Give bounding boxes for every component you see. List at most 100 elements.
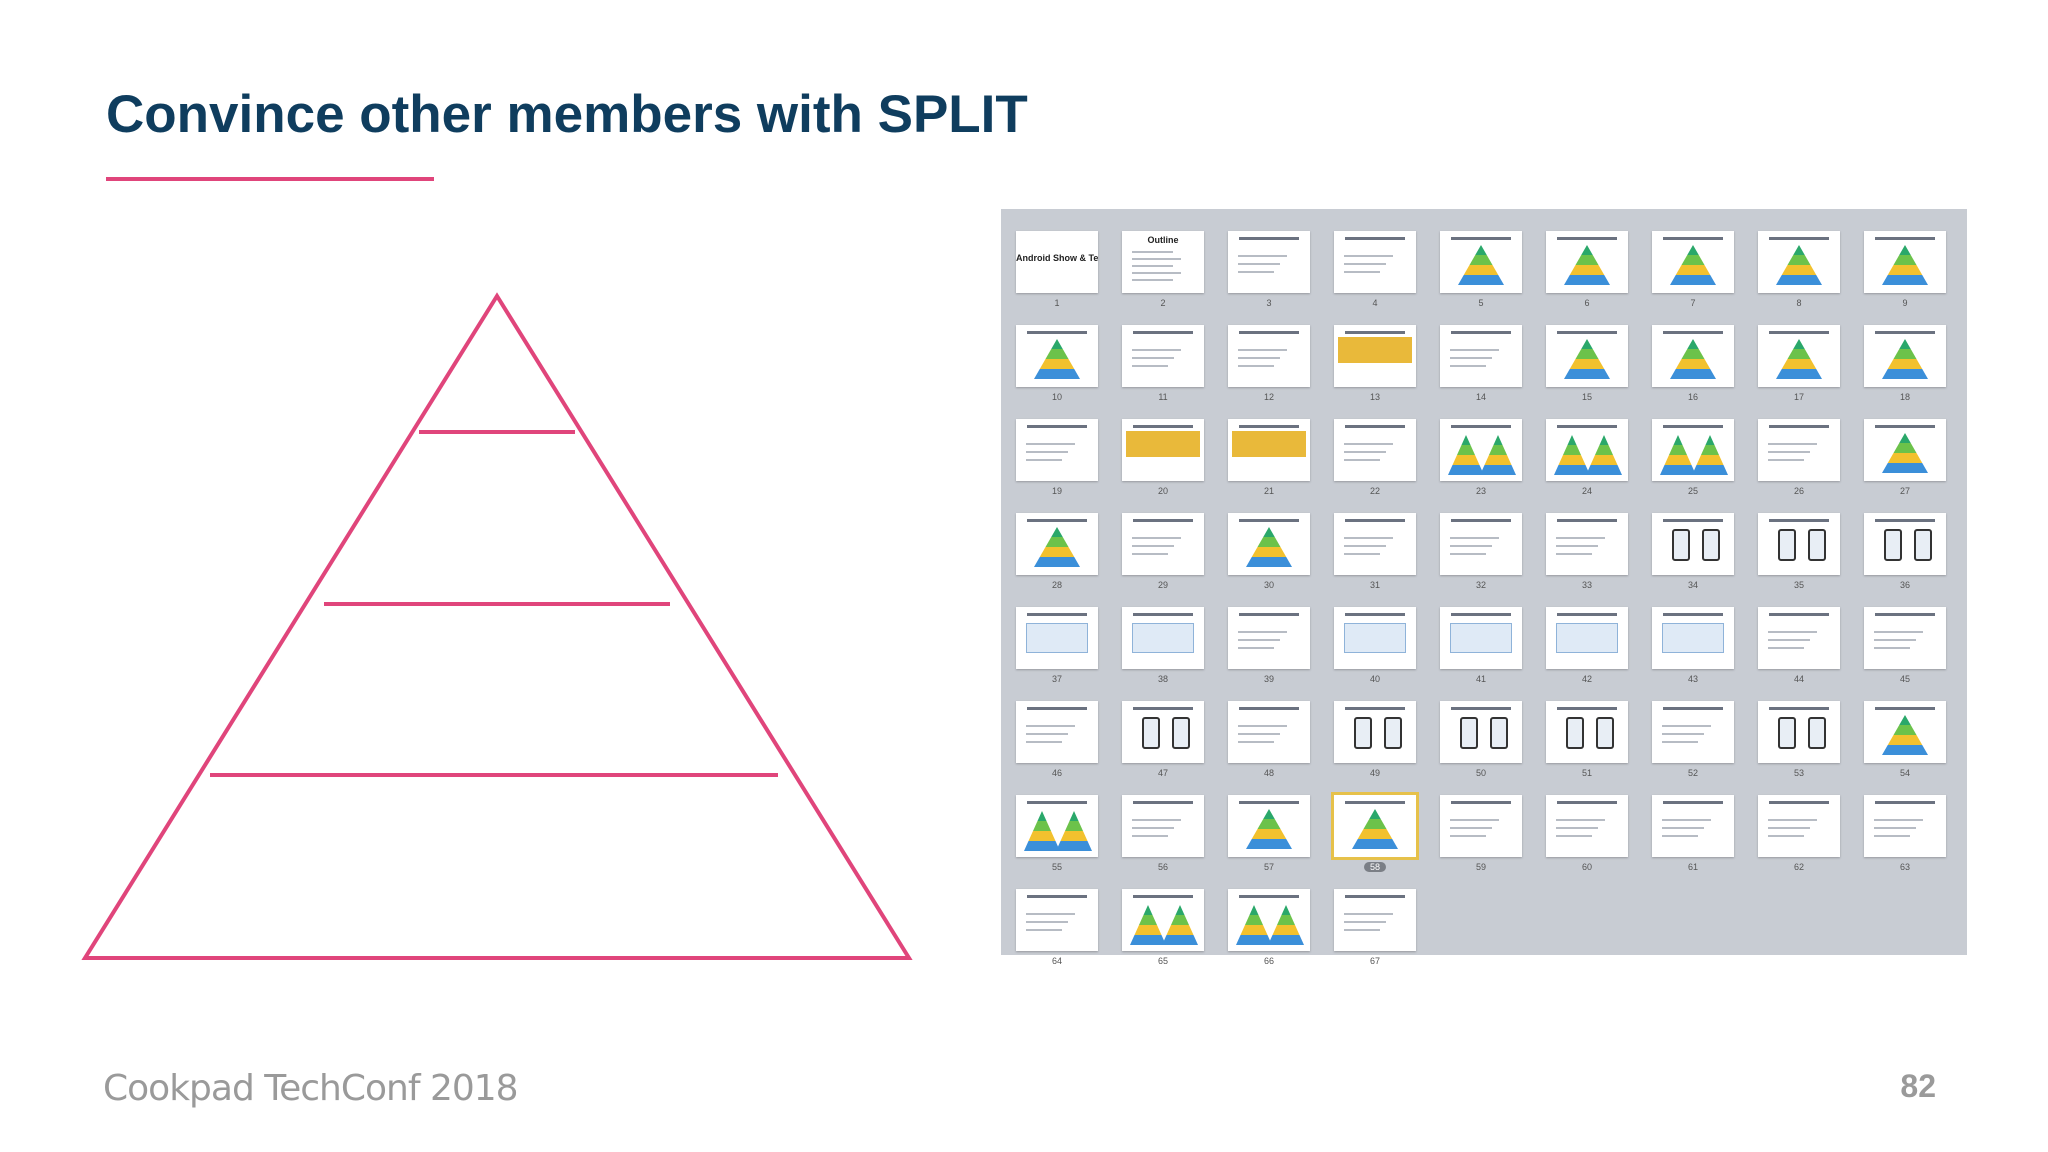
slide-thumbnail[interactable] (1334, 513, 1416, 575)
slide-thumbnail[interactable] (1016, 419, 1098, 481)
thumbnail-text-line (1555, 835, 1592, 837)
slide-thumbnail[interactable] (1122, 795, 1204, 857)
slide-thumbnail[interactable] (1652, 607, 1734, 669)
slide-thumbnail[interactable] (1652, 513, 1734, 575)
slide-thumbnail[interactable] (1016, 889, 1098, 951)
slide-thumbnail[interactable] (1228, 701, 1310, 763)
slide-number-label: 10 (1016, 392, 1098, 402)
slide-thumbnail[interactable] (1546, 231, 1628, 293)
thumbnail-flow-diagram (1126, 431, 1200, 457)
title-underline (106, 177, 434, 181)
thumbnail-flow-diagram (1232, 431, 1306, 457)
slide-thumbnail[interactable] (1440, 419, 1522, 481)
slide-thumbnail[interactable] (1228, 419, 1310, 481)
slide-number-label: 59 (1440, 862, 1522, 872)
slide-number-label: 48 (1228, 768, 1310, 778)
slide-thumbnail[interactable] (1864, 325, 1946, 387)
slide-number-label: 43 (1652, 674, 1734, 684)
slide-thumbnail[interactable] (1758, 325, 1840, 387)
slide-thumbnail[interactable] (1016, 325, 1098, 387)
slide-thumbnail[interactable] (1546, 607, 1628, 669)
slide-thumbnail[interactable] (1758, 419, 1840, 481)
slide-thumbnail[interactable] (1864, 701, 1946, 763)
slide-thumbnail[interactable] (1334, 889, 1416, 951)
slide-thumbnail[interactable] (1334, 325, 1416, 387)
slide-number-text: 14 (1475, 392, 1486, 402)
slide-thumbnail[interactable] (1016, 701, 1098, 763)
slide-thumbnail[interactable] (1652, 795, 1734, 857)
slide-thumbnail[interactable] (1228, 607, 1310, 669)
slide-thumbnail[interactable] (1334, 701, 1416, 763)
thumbnail-heading (1239, 801, 1299, 804)
slide-thumbnail[interactable] (1864, 795, 1946, 857)
slide-thumbnail[interactable] (1652, 419, 1734, 481)
thumbnail-pyramid (1236, 905, 1304, 945)
thumbnail-phone-mockup (1702, 529, 1720, 561)
slide-number-text: 23 (1475, 486, 1486, 496)
slide-thumbnail[interactable] (1546, 325, 1628, 387)
slide-thumbnail[interactable] (1440, 701, 1522, 763)
slide-number-text: 6 (1584, 298, 1590, 308)
slide-thumbnail[interactable] (1016, 513, 1098, 575)
slide-thumbnail[interactable] (1440, 325, 1522, 387)
slide-thumbnail[interactable] (1440, 607, 1522, 669)
thumbnail-heading (1875, 237, 1935, 240)
slide-thumbnail[interactable] (1122, 607, 1204, 669)
thumbnail-text-line (1767, 827, 1811, 829)
slide-thumbnail[interactable] (1758, 701, 1840, 763)
footer-conference-name: Cookpad TechConf 2018 (103, 1068, 519, 1109)
slide-thumbnail[interactable] (1334, 231, 1416, 293)
slide-thumbnail[interactable] (1228, 795, 1310, 857)
slide-thumbnail[interactable] (1546, 513, 1628, 575)
thumbnail-phone-mockup (1142, 717, 1160, 749)
slide-thumbnail[interactable] (1546, 419, 1628, 481)
slide-thumbnail[interactable] (1758, 795, 1840, 857)
slide-thumbnail[interactable] (1864, 607, 1946, 669)
slide-thumbnail[interactable] (1864, 513, 1946, 575)
slide-thumbnail[interactable] (1652, 701, 1734, 763)
slide-number-text: 41 (1475, 674, 1486, 684)
thumbnail-phone-mockup (1172, 717, 1190, 749)
slide-thumbnail[interactable] (1864, 419, 1946, 481)
slide-thumbnail[interactable] (1122, 419, 1204, 481)
slide-thumbnail[interactable] (1546, 795, 1628, 857)
slide-thumbnail[interactable] (1122, 889, 1204, 951)
slide-thumbnail[interactable] (1016, 607, 1098, 669)
thumbnail-text-line (1237, 733, 1281, 735)
slide-thumbnail[interactable]: Android Show & Tell (1016, 231, 1098, 293)
thumbnail-text-line (1449, 827, 1493, 829)
slide-thumbnail[interactable] (1758, 513, 1840, 575)
slide-thumbnail[interactable] (1122, 701, 1204, 763)
thumbnail-text-line (1555, 537, 1606, 539)
thumbnail-text-line (1767, 631, 1818, 633)
thumbnail-text-line (1237, 271, 1274, 273)
thumbnail-text-line (1555, 553, 1592, 555)
slide-thumbnail[interactable]: Outline (1122, 231, 1204, 293)
slide-thumbnail[interactable] (1652, 325, 1734, 387)
slide-thumbnail[interactable] (1758, 607, 1840, 669)
thumbnail-pyramid (1882, 715, 1928, 755)
slide-thumbnail[interactable] (1758, 231, 1840, 293)
slide-thumbnail[interactable] (1864, 231, 1946, 293)
slide-thumbnail[interactable] (1122, 513, 1204, 575)
thumbnail-text-line (1131, 279, 1173, 281)
slide-thumbnail[interactable] (1228, 513, 1310, 575)
slide-thumbnail[interactable] (1334, 607, 1416, 669)
slide-thumbnail[interactable] (1228, 325, 1310, 387)
slide-thumbnail[interactable] (1440, 513, 1522, 575)
thumbnail-text-line (1555, 545, 1599, 547)
slide-thumbnail[interactable] (1652, 231, 1734, 293)
slide-thumbnail[interactable] (1331, 792, 1419, 860)
slide-thumbnail[interactable] (1440, 231, 1522, 293)
slide-thumbnail[interactable] (1122, 325, 1204, 387)
slide-thumbnail[interactable] (1228, 889, 1310, 951)
slide-thumbnail[interactable] (1440, 795, 1522, 857)
slide-thumbnail[interactable] (1016, 795, 1098, 857)
slide-thumbnail[interactable] (1546, 701, 1628, 763)
slide-thumbnail[interactable] (1334, 419, 1416, 481)
thumbnail-heading (1769, 331, 1829, 334)
thumbnail-phone-mockup (1808, 717, 1826, 749)
slide-number-label: 61 (1652, 862, 1734, 872)
slide-thumbnail[interactable] (1228, 231, 1310, 293)
